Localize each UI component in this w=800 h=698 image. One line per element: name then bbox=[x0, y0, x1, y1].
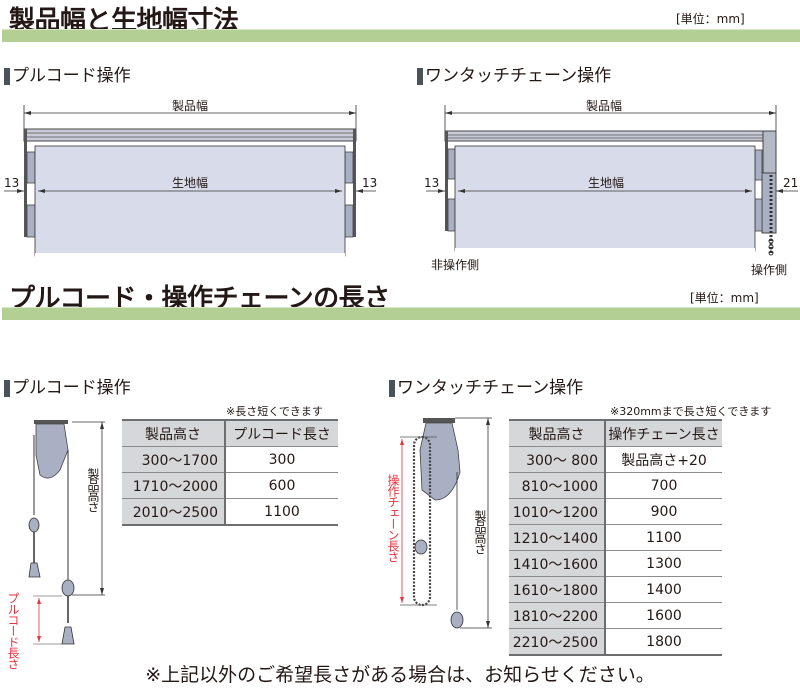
pullcord-fabric-width-label: 生地幅 bbox=[172, 176, 209, 190]
table-cell: 600 bbox=[225, 472, 338, 499]
heading-marker bbox=[4, 379, 10, 397]
table-cell: 1100 bbox=[605, 524, 722, 551]
pullcord-left-margin: 13 bbox=[4, 176, 20, 190]
pullcord-product-height-label: 製品高さ bbox=[86, 468, 100, 512]
table-cell: 1210～1400 bbox=[509, 524, 606, 551]
pullcord-width-diagram bbox=[4, 105, 376, 257]
table-cell: 1100 bbox=[225, 498, 338, 526]
footer-note: ※上記以外のご希望長さがある場合は、お知らせください。 bbox=[145, 664, 655, 686]
table-header-row: 製品高さ プルコード長さ bbox=[122, 419, 338, 447]
table-row: 2010～2500 1100 bbox=[122, 498, 338, 526]
column-header: 製品高さ bbox=[509, 419, 606, 447]
table-cell: 製品高さ+20 bbox=[605, 446, 722, 473]
table-cell: 300～1700 bbox=[122, 446, 226, 473]
table-row: 1710～2000 600 bbox=[122, 472, 338, 499]
section2-chain-subtitle: ワンタッチチェーン操作 bbox=[389, 378, 583, 398]
table-cell: 1410～1600 bbox=[509, 550, 606, 577]
chain-width-diagram bbox=[426, 105, 798, 256]
table-cell: 1610～1800 bbox=[509, 576, 606, 603]
chain-product-width-label: 製品幅 bbox=[586, 99, 623, 113]
subtitle-text: ワンタッチチェーン操作 bbox=[425, 66, 612, 86]
column-header: プルコード長さ bbox=[225, 419, 338, 447]
section1-unit: [単位：mm] bbox=[676, 12, 745, 26]
subtitle-text: プルコード操作 bbox=[12, 378, 131, 398]
section1-pullcord-subtitle: プルコード操作 bbox=[4, 66, 131, 86]
table-cell: 1600 bbox=[605, 602, 722, 629]
section2-pullcord-subtitle: プルコード操作 bbox=[4, 378, 131, 398]
pullcord-length-diagram bbox=[28, 420, 105, 645]
table-cell: 900 bbox=[605, 498, 722, 525]
pullcord-length-table: 製品高さ プルコード長さ 300～1700 300 1710～2000 600 … bbox=[122, 419, 338, 526]
section2-unit: [単位：mm] bbox=[690, 291, 759, 305]
table-cell: 1800 bbox=[605, 628, 722, 656]
chain-left-margin: 13 bbox=[424, 176, 440, 190]
table-cell: 2210～2500 bbox=[509, 628, 606, 656]
operation-side-label: 操作側 bbox=[751, 263, 788, 277]
section1-band bbox=[2, 29, 800, 42]
table-cell: 810～1000 bbox=[509, 472, 606, 499]
pullcord-length-label: プルコード長さ bbox=[6, 592, 20, 669]
table-row: 300～1700 300 bbox=[122, 446, 338, 473]
table-cell: 300～ 800 bbox=[509, 446, 606, 473]
heading-marker bbox=[389, 379, 395, 397]
table-cell: 1300 bbox=[605, 550, 722, 577]
table-cell: 1010～1200 bbox=[509, 498, 606, 525]
column-header: 製品高さ bbox=[122, 419, 226, 447]
table-cell: 2010～2500 bbox=[122, 498, 226, 526]
heading-marker bbox=[4, 67, 10, 85]
chain-product-height-label: 製品高さ bbox=[473, 510, 487, 554]
pullcord-length-text: プルコード長さ bbox=[6, 592, 20, 669]
column-header: 操作チェーン長さ bbox=[605, 419, 722, 447]
section1-chain-subtitle: ワンタッチチェーン操作 bbox=[417, 66, 611, 86]
table-cell: 700 bbox=[605, 472, 722, 499]
chain-length-diagram bbox=[400, 417, 492, 629]
section2-band bbox=[2, 307, 800, 320]
non-operation-side-label: 非操作側 bbox=[431, 258, 480, 272]
table-header-row: 製品高さ 操作チェーン長さ bbox=[509, 419, 722, 447]
table-cell: 1400 bbox=[605, 576, 722, 603]
table-cell: 1810～2200 bbox=[509, 602, 606, 629]
pullcord-note: ※長さ短くできます bbox=[226, 405, 323, 418]
chain-length-label: 操作チェーン長さ bbox=[386, 474, 400, 562]
heading-marker bbox=[417, 67, 423, 85]
chain-fabric-width-label: 生地幅 bbox=[588, 176, 625, 190]
table-cell: 1710～2000 bbox=[122, 472, 226, 499]
chain-right-margin: 21 bbox=[783, 176, 799, 190]
chain-note: ※320mmまで長さ短くできます bbox=[610, 405, 772, 418]
subtitle-text: ワンタッチチェーン操作 bbox=[397, 378, 584, 398]
pullcord-product-width-label: 製品幅 bbox=[172, 99, 209, 113]
table-cell: 300 bbox=[225, 446, 338, 473]
subtitle-text: プルコード操作 bbox=[12, 66, 131, 86]
pullcord-right-margin: 13 bbox=[362, 176, 378, 190]
